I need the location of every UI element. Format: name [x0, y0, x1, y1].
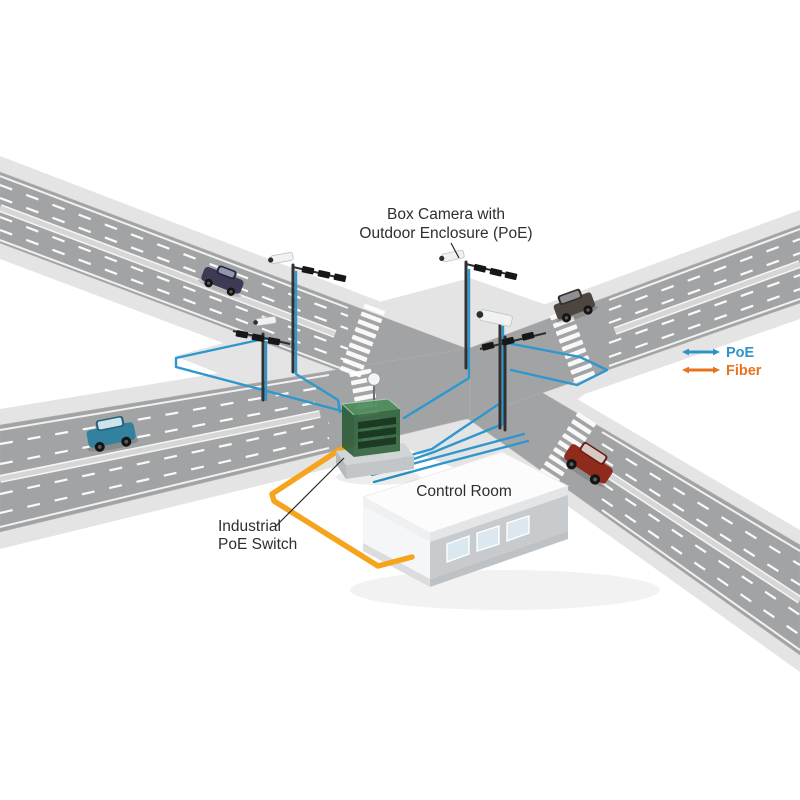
- switch-label-line2: PoE Switch: [218, 536, 297, 553]
- fiber-arrow-left: [682, 366, 689, 374]
- signal-head: [251, 333, 265, 342]
- signal-head: [521, 331, 535, 341]
- medians: [0, 204, 800, 604]
- signal-head: [317, 270, 331, 279]
- building-window: [476, 525, 500, 552]
- poe-cable-left-loop: [174, 336, 344, 413]
- control-room-building: Control Room: [350, 451, 660, 610]
- switch-label-line1: Industrial: [218, 518, 281, 535]
- building-wall-left: [363, 506, 430, 579]
- signal-head: [235, 330, 249, 339]
- box-camera: [253, 316, 277, 326]
- building-window: [506, 515, 530, 542]
- cabinet-base-front: [346, 456, 414, 479]
- poe-switch-cabinet: [336, 371, 420, 485]
- building-base-right: [430, 531, 568, 587]
- camera-label-line1: Box Camera with: [387, 206, 505, 223]
- lane-markings: [0, 175, 800, 651]
- building-fascia-left: [363, 497, 430, 542]
- building-base-left: [363, 543, 430, 587]
- legend-item-fiber: Fiber: [682, 363, 762, 379]
- poe-cables: [174, 268, 609, 484]
- signal-head: [489, 267, 503, 277]
- signal-head: [301, 266, 315, 275]
- switch-unit: [358, 437, 396, 449]
- traffic-pole-top-left: [268, 252, 347, 374]
- poe-arrow-right: [713, 348, 720, 356]
- camera-pole-right-low: [476, 309, 513, 430]
- camera-housing: [441, 249, 465, 263]
- building-window: [446, 535, 470, 563]
- camera-lens: [439, 255, 445, 261]
- car-suv-grey: [553, 288, 599, 323]
- camera-label-line2: Outdoor Enclosure (PoE): [359, 225, 532, 242]
- building-shadow: [350, 570, 660, 610]
- legend: PoE Fiber: [682, 345, 762, 379]
- fiber-arrow-right: [713, 366, 720, 374]
- signal-head: [473, 263, 487, 273]
- camera-lens: [268, 257, 274, 263]
- cabinet-side: [342, 404, 354, 457]
- legend-fiber-label: Fiber: [726, 363, 762, 379]
- switch-unit: [358, 427, 396, 439]
- signal-head: [333, 273, 347, 282]
- car-suv-red: [560, 442, 613, 488]
- cabinet-top: [342, 399, 400, 415]
- round-street-sign: [366, 371, 382, 387]
- legend-poe-label: PoE: [726, 345, 755, 361]
- traffic-pole-top-right: [439, 249, 518, 370]
- fiber-cable: [269, 441, 415, 569]
- cabinet-base-left: [336, 451, 346, 479]
- switch-label-leader-line: [275, 457, 345, 527]
- control-room-label: Control Room: [416, 483, 512, 500]
- camera-label-leader-line: [450, 242, 460, 259]
- camera-lens: [476, 311, 484, 318]
- camera-lens: [253, 320, 258, 325]
- signal-head: [501, 336, 515, 346]
- box-camera-labeled: [439, 249, 465, 263]
- signal-head: [267, 337, 281, 346]
- box-camera: [476, 309, 513, 327]
- poe-cable-top-right: [402, 268, 471, 420]
- poe-cable-right-loop: [505, 341, 609, 387]
- traffic-pole-right: [479, 331, 547, 432]
- cars: [86, 265, 613, 488]
- box-camera: [268, 252, 294, 264]
- cabinet-edge-highlight: [341, 398, 401, 416]
- car-sedan-navy: [198, 265, 244, 297]
- poe-cable-top-left: [294, 270, 342, 414]
- poe-cable-right-camera: [406, 325, 505, 463]
- poe-arrow-left: [682, 348, 689, 356]
- car-suv-teal: [86, 415, 139, 452]
- building-fascia-right: [430, 486, 568, 542]
- signal-head: [481, 341, 495, 351]
- traffic-pole-left: [232, 316, 291, 402]
- annotations: Box Camera with Outdoor Enclosure (PoE) …: [218, 206, 533, 553]
- poe-cable-double-run-b: [372, 439, 530, 484]
- legend-item-poe: PoE: [682, 345, 755, 361]
- switch-unit: [358, 417, 396, 429]
- signal-head: [504, 271, 518, 281]
